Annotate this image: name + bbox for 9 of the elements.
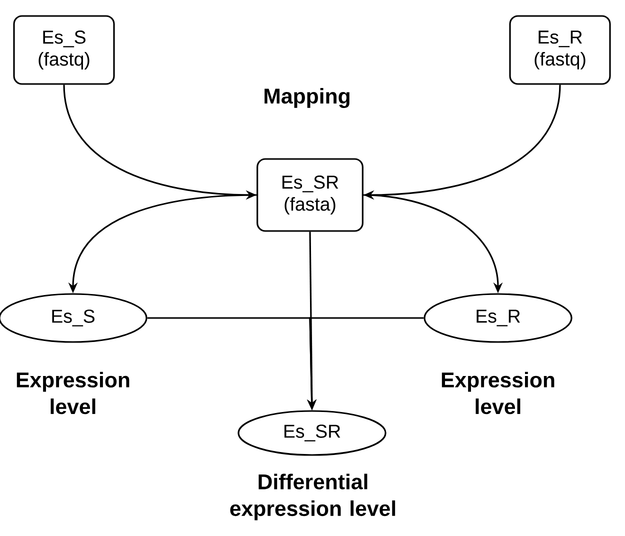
process-box: Es_SR (fasta) <box>256 158 364 232</box>
process-box: Es_R (fastq) <box>509 15 611 85</box>
ellipse-node: Es_SR <box>238 410 386 456</box>
ellipse-node: Es_R <box>424 293 572 343</box>
node-label: Differential expression level <box>230 474 396 520</box>
process-box: Es_S (fastq) <box>13 15 115 85</box>
node-label: Expression level <box>442 372 554 414</box>
node-label: Expression level <box>16 372 130 414</box>
step-label: Mapping <box>264 88 350 108</box>
